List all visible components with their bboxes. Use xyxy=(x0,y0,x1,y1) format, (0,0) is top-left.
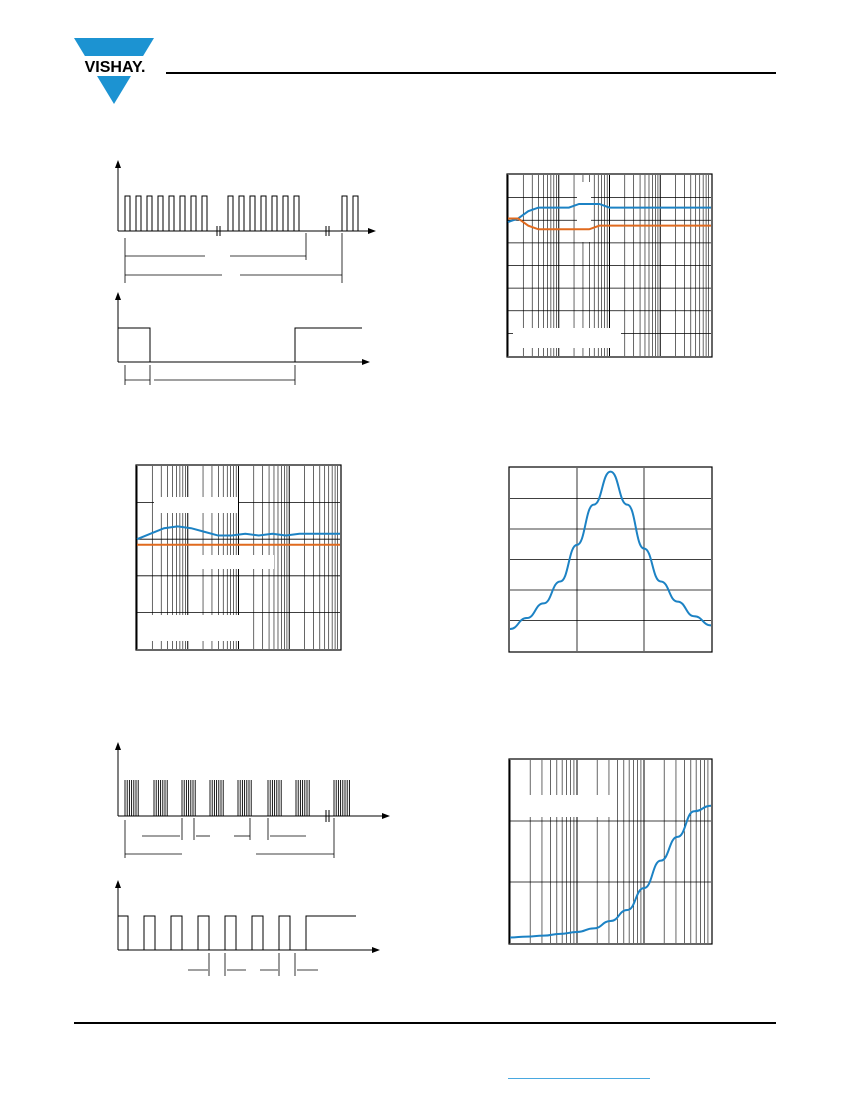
pulse-burst xyxy=(267,780,282,816)
axis-arrow-up xyxy=(115,880,121,888)
axis-arrow-right xyxy=(382,813,390,819)
plot-frame xyxy=(508,758,713,945)
output-waveform xyxy=(118,915,356,951)
log-grid-chart-a xyxy=(506,173,713,358)
pulse-burst xyxy=(237,780,252,816)
series-group xyxy=(507,202,711,231)
axis-arrow-up xyxy=(115,292,121,300)
series-line-blue xyxy=(509,804,712,939)
blank-label-area xyxy=(577,182,591,242)
axis-arrow-up xyxy=(115,742,121,750)
blank-label-area xyxy=(513,328,621,348)
log-grid-rising-curve-chart xyxy=(508,758,713,945)
pulse-burst xyxy=(181,780,196,816)
plot-frame xyxy=(135,464,342,651)
pulse-train-timing-diagram-top xyxy=(115,160,376,283)
pulse-burst xyxy=(124,780,139,816)
pulse-burst-timing-diagram-bottom xyxy=(115,742,390,858)
blank-label-area xyxy=(138,615,246,641)
series-line-blue xyxy=(136,525,340,541)
bandpass-peak-chart xyxy=(508,466,713,653)
blank-label-area xyxy=(194,555,274,569)
header-rule xyxy=(166,72,776,74)
series-line-blue xyxy=(507,202,711,224)
logo-text: VISHAY. xyxy=(85,59,146,76)
plot-grid xyxy=(510,468,711,651)
vishay-logo-mark: VISHAY. xyxy=(74,38,158,104)
axis-arrow-right xyxy=(372,947,380,953)
log-grid-chart-b xyxy=(135,464,342,651)
logo-text-band xyxy=(74,56,158,76)
plot-grid xyxy=(509,760,711,943)
output-pulse-timing-diagram-bottom xyxy=(115,880,380,976)
pulse-burst xyxy=(124,195,359,231)
series-group xyxy=(136,525,340,546)
plot-grid xyxy=(507,175,711,356)
axis-arrow-right xyxy=(362,359,370,365)
series-line-blue xyxy=(509,470,712,631)
pulse-burst xyxy=(153,780,168,816)
axis-arrow-right xyxy=(368,228,376,234)
footer-link-underline[interactable] xyxy=(508,1078,650,1079)
output-waveform xyxy=(118,327,362,363)
series-line-orange xyxy=(508,217,711,231)
vishay-logo: VISHAY. xyxy=(74,38,164,111)
series-group xyxy=(509,804,712,939)
blank-label-area xyxy=(521,795,617,817)
axis-arrow-up xyxy=(115,160,121,168)
series-group xyxy=(509,470,712,631)
plot-frame xyxy=(506,173,713,358)
pulse-burst xyxy=(295,780,310,816)
pulse-burst xyxy=(333,780,350,816)
footer-rule xyxy=(74,1022,776,1024)
output-timing-diagram-top xyxy=(115,292,370,385)
pulse-burst xyxy=(209,780,224,816)
pulse-bursts xyxy=(124,780,350,816)
plot-frame xyxy=(508,466,713,653)
blank-label-area xyxy=(154,497,238,513)
